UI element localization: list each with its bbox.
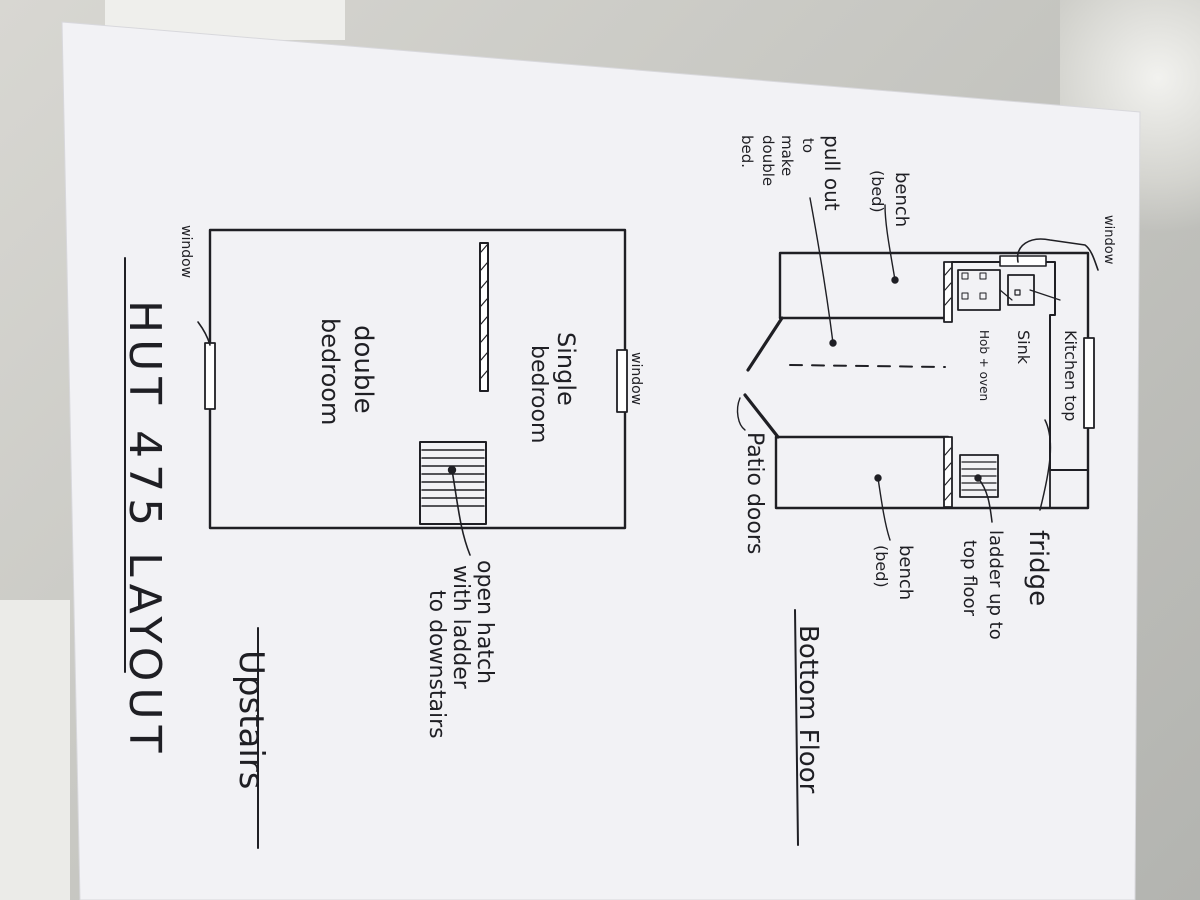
paper-sheet [61,21,1141,900]
bench-bed-right-line1: bench [895,545,916,600]
bench-bed-right-line2: (bed) [872,545,891,588]
upstairs-partition [479,242,489,392]
patio-doors-label: Patio doors [742,432,767,554]
upstairs-window-right-label: window [628,352,644,405]
kitchen-window [1083,337,1095,429]
upstairs-window-left [204,342,216,410]
pull-out-line4: double [759,135,777,186]
hatch-note-line2: with ladder [448,565,473,690]
fridge [1049,469,1089,509]
upstairs-hatch [419,441,487,525]
sink [1007,274,1035,306]
glare-left [0,600,70,900]
hatch-note-line1: open hatch [472,560,497,684]
upstairs-window-left-label: window [178,225,194,278]
single-bedroom-line1: Single [552,332,580,406]
double-bedroom-line1: double [348,325,378,414]
double-bedroom-line2: bedroom [316,318,344,425]
upstairs-heading: Upstairs [231,650,271,790]
ladder-note-line2: top floor [959,540,980,617]
pull-out-line5: bed. [738,135,756,168]
pull-out-line1: pull out [820,135,844,211]
layout-title: HUT 475 LAYOUT [119,300,170,759]
bottom-ladder [959,454,999,498]
kitchen-top-label: Kitchen top [1061,330,1080,421]
patio-door-lower [743,393,780,439]
single-bedroom-line2: bedroom [526,345,551,443]
bottom-floor-heading: Bottom Floor [793,625,823,794]
fridge-label: fridge [1023,530,1053,606]
hatch-note-line3: to downstairs [424,590,449,739]
sink-label: Sink [1014,330,1033,365]
bench-bed-left-line2: (bed) [868,170,887,213]
pull-out-line2: to [799,138,817,153]
bench-bed-left-line1: bench [891,172,912,227]
hob-oven-label: Hob + oven [977,330,991,401]
ladder-note-line1: ladder up to [985,530,1006,640]
patio-door-upper [746,316,784,372]
bottom-window-label: window [1101,215,1116,265]
upstairs-window-right [616,349,628,413]
pull-out-line3: make [778,135,796,176]
